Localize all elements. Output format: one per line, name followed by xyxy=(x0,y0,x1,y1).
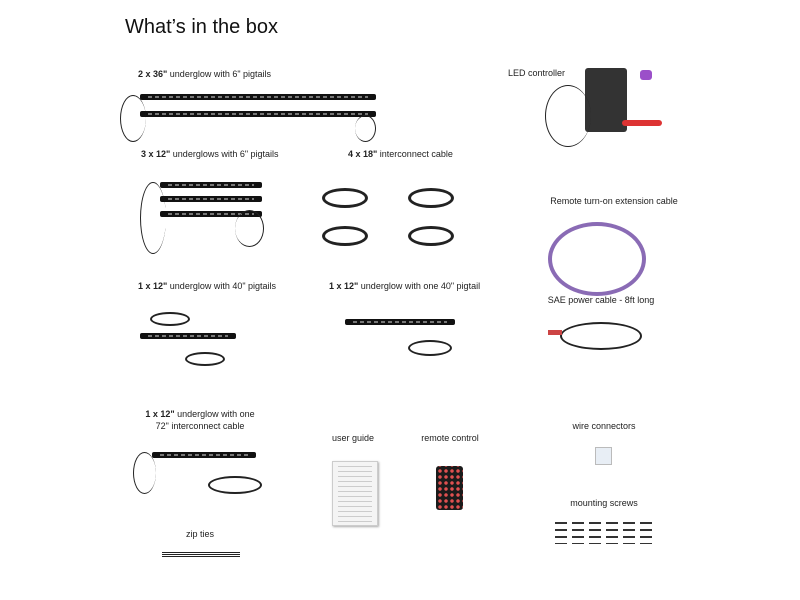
strip-12-40 xyxy=(140,333,236,339)
user-guide-booklet xyxy=(332,461,378,526)
strip-12-one-40 xyxy=(345,319,455,325)
sae-cable-coil xyxy=(560,322,642,350)
strip-36-2 xyxy=(140,111,376,117)
desc: underglow with one xyxy=(174,409,255,419)
wire-connectors-bag xyxy=(595,447,612,465)
strip-12-1 xyxy=(160,182,262,188)
desc: underglow with 40" pigtails xyxy=(167,281,277,291)
cable-coil xyxy=(322,188,368,208)
desc: interconnect cable xyxy=(377,149,453,159)
cable-coil xyxy=(185,352,225,366)
label-interconnect-cables: 4 x 18" interconnect cable xyxy=(348,149,453,159)
label-mounting-screws: mounting screws xyxy=(570,498,638,508)
qty: 1 x 12" xyxy=(329,281,359,291)
label-72-interconnect: 1 x 12" underglow with one 72" interconne… xyxy=(145,408,254,432)
purple-wire xyxy=(640,70,652,80)
cable-coil xyxy=(150,312,190,326)
label-wire-connectors: wire connectors xyxy=(572,421,636,431)
qty: 3 x 12" xyxy=(141,149,171,159)
strip-12-2 xyxy=(160,196,262,202)
strip-12-3 xyxy=(160,211,262,217)
label-sae-power-cable: SAE power cable - 8ft long xyxy=(547,295,655,305)
label-remote-turn-on-cable: Remote turn-on extension cable xyxy=(550,196,678,206)
page-title: What’s in the box xyxy=(125,16,279,38)
label-remote-control: remote control xyxy=(421,433,479,443)
desc: underglow with 6" pigtails xyxy=(167,69,272,79)
cable-coil xyxy=(408,226,454,246)
pigtail xyxy=(120,95,146,142)
controller-wire xyxy=(545,85,591,147)
cable-coil xyxy=(322,226,368,246)
qty: 1 x 12" xyxy=(138,281,168,291)
cable-coil xyxy=(208,476,262,494)
label-36-strips: 2 x 36" underglow with 6" pigtails xyxy=(138,69,271,79)
label-led-controller: LED controller xyxy=(508,68,566,78)
zip-ties xyxy=(162,552,240,558)
desc: underglows with 6" pigtails xyxy=(170,149,279,159)
desc: underglow with one 40" pigtail xyxy=(358,281,481,291)
label-one-40-pigtail: 1 x 12" underglow with one 40" pigtail xyxy=(329,281,480,291)
qty: 2 x 36" xyxy=(138,69,168,79)
red-wire xyxy=(622,120,662,126)
pigtail xyxy=(355,115,376,142)
strip-12-72 xyxy=(152,452,256,458)
purple-cable-coil xyxy=(548,222,646,296)
qty: 1 x 12" xyxy=(145,409,175,419)
label-zip-ties: zip ties xyxy=(185,529,215,539)
strip-36-1 xyxy=(140,94,376,100)
label-12-strips: 3 x 12" underglows with 6" pigtails xyxy=(141,149,279,159)
mounting-screws xyxy=(555,522,652,544)
label-user-guide: user guide xyxy=(331,433,375,443)
pigtail xyxy=(133,452,156,494)
pigtail xyxy=(140,182,166,254)
label-40-pigtails: 1 x 12" underglow with 40" pigtails xyxy=(138,281,276,291)
pigtail xyxy=(235,210,264,247)
led-controller xyxy=(585,68,627,132)
sae-connector xyxy=(548,330,562,335)
desc-line2: 72" interconnect cable xyxy=(155,421,245,431)
qty: 4 x 18" xyxy=(348,149,378,159)
cable-coil xyxy=(408,340,452,356)
remote-control xyxy=(436,466,463,510)
cable-coil xyxy=(408,188,454,208)
